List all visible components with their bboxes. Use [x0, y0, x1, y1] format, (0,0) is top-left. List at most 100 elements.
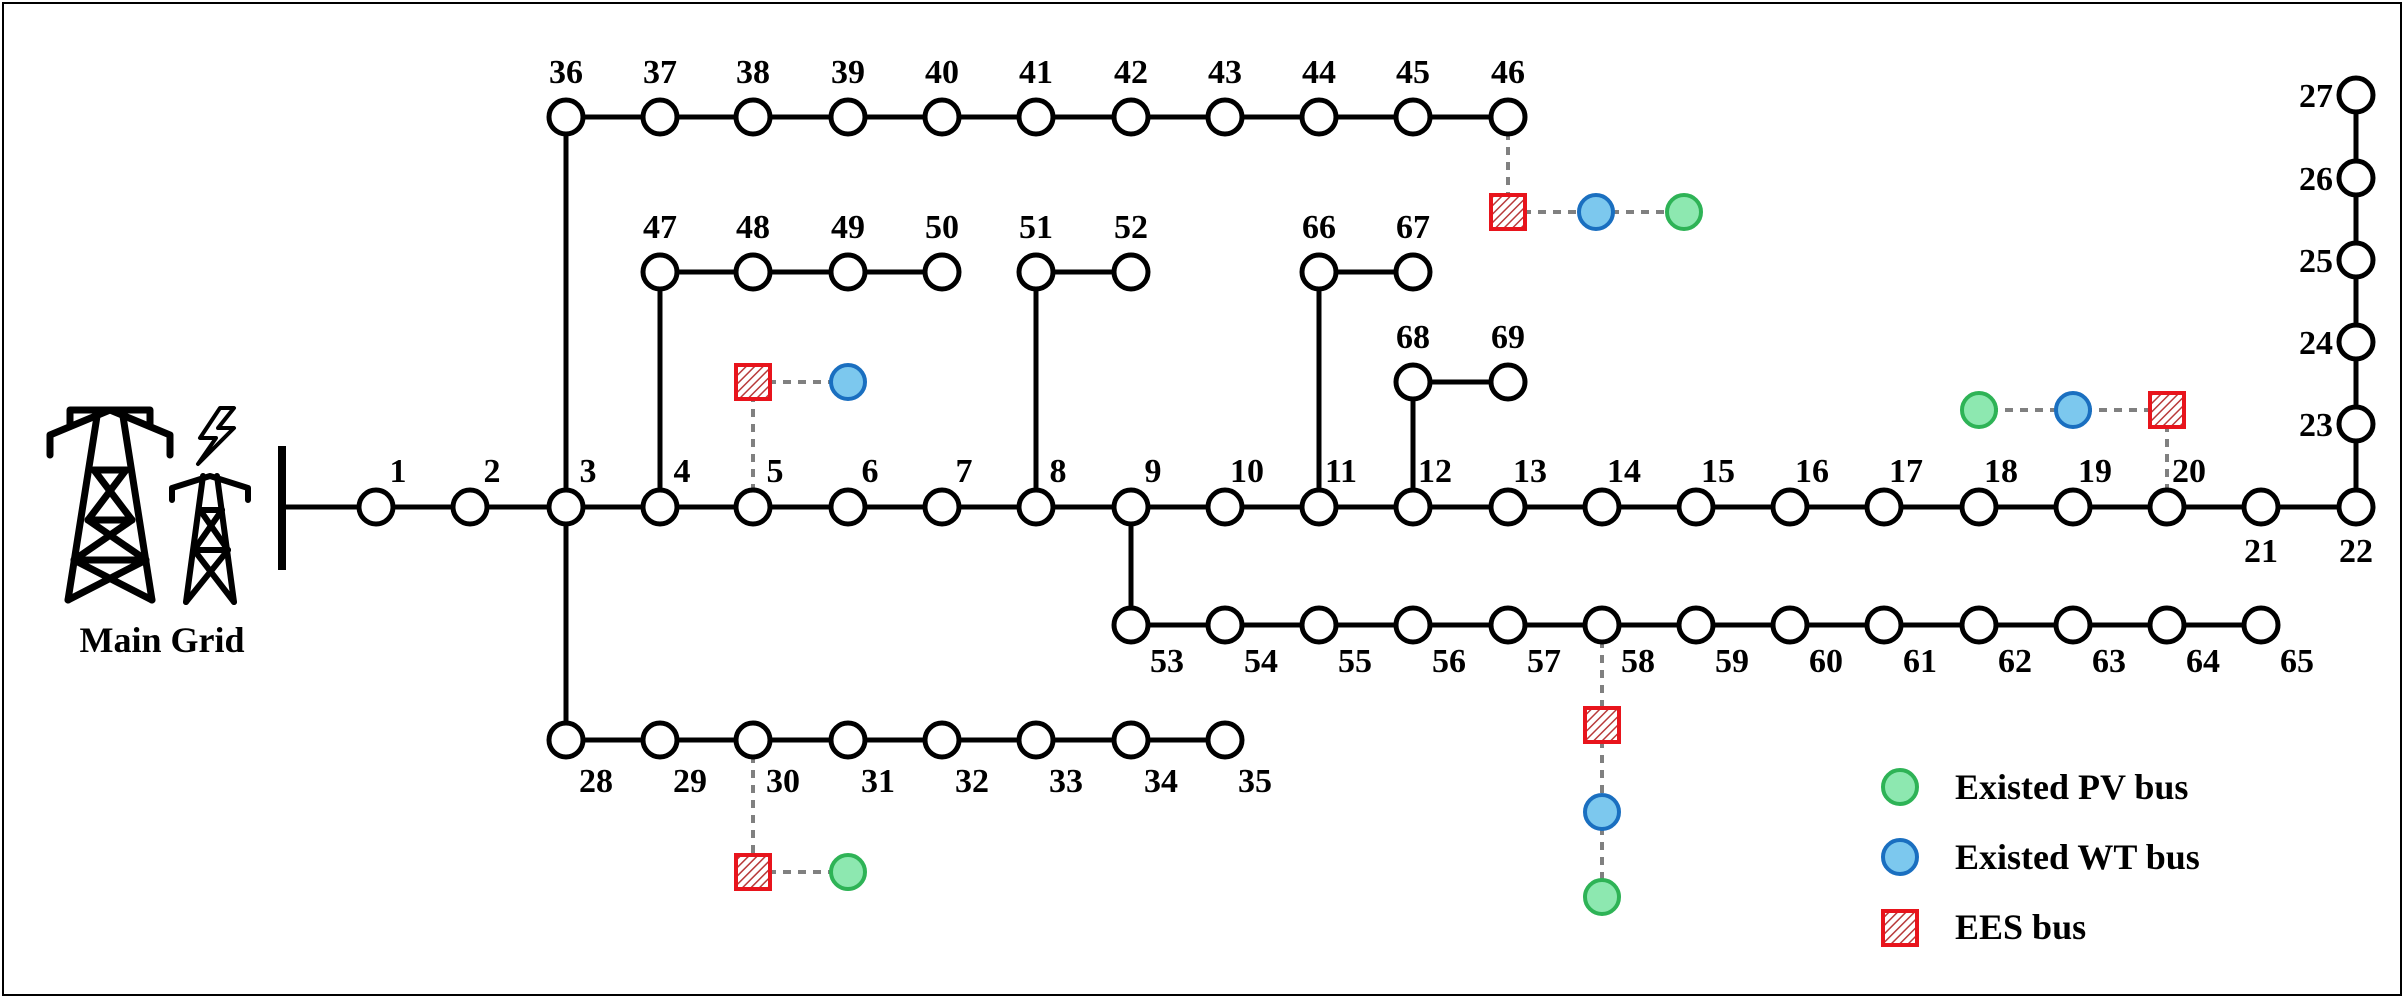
bus-label-26: 26 [2299, 161, 2333, 198]
bus-46 [1488, 97, 1528, 137]
small-transmission-tower-icon [169, 473, 251, 605]
bus-11 [1299, 487, 1339, 527]
bus-label-14: 14 [1607, 453, 1641, 490]
bus-label-43: 43 [1208, 54, 1242, 91]
bus-label-47: 47 [643, 209, 677, 246]
bus-48 [733, 252, 773, 292]
bus-14 [1582, 487, 1622, 527]
bus-label-27: 27 [2299, 78, 2333, 115]
bus-10 [1205, 487, 1245, 527]
bus-43 [1205, 97, 1245, 137]
legend-item-ees: EES bus [1881, 907, 2086, 947]
bus-55 [1299, 605, 1339, 645]
bus-label-40: 40 [925, 54, 959, 91]
bus-label-45: 45 [1396, 54, 1430, 91]
legend-ees-marker [1881, 909, 1919, 947]
bus-label-53: 53 [1150, 643, 1184, 680]
bus-label-5: 5 [767, 453, 784, 490]
resources [734, 193, 2186, 916]
bus-58 [1582, 605, 1622, 645]
bus-label-51: 51 [1019, 209, 1053, 246]
legend-ees-label: EES bus [1955, 907, 2086, 947]
bus-label-44: 44 [1302, 54, 1336, 91]
bus-label-12: 12 [1418, 453, 1452, 490]
bus-label-24: 24 [2299, 325, 2333, 362]
bus-6 [828, 487, 868, 527]
legend: Existed PV bus Existed WT bus EES bus [1881, 767, 2200, 947]
bus-12 [1393, 487, 1433, 527]
bus-label-48: 48 [736, 209, 770, 246]
legend-wt-label: Existed WT bus [1955, 837, 2200, 877]
bus-label-57: 57 [1527, 643, 1561, 680]
bus-label-67: 67 [1396, 209, 1430, 246]
bus-24 [2336, 322, 2376, 362]
bus-label-32: 32 [955, 763, 989, 800]
legend-item-wt: Existed WT bus [1881, 837, 2200, 877]
bus-label-17: 17 [1889, 453, 1923, 490]
bus-label-54: 54 [1244, 643, 1278, 680]
bus-44 [1299, 97, 1339, 137]
bus-label-4: 4 [674, 453, 691, 490]
bus-label-11: 11 [1325, 453, 1357, 490]
bus-label-58: 58 [1621, 643, 1655, 680]
bus-3 [546, 487, 586, 527]
bus-35 [1205, 720, 1245, 760]
bus-label-33: 33 [1049, 763, 1083, 800]
bus-4 [640, 487, 680, 527]
bus-62 [1959, 605, 1999, 645]
bus-label-10: 10 [1230, 453, 1264, 490]
bus-label-38: 38 [736, 54, 770, 91]
bus-22 [2336, 487, 2376, 527]
bus-label-13: 13 [1513, 453, 1547, 490]
bus-49 [828, 252, 868, 292]
legend-pv-marker [1881, 768, 1919, 806]
bus-label-52: 52 [1114, 209, 1148, 246]
bus-label-41: 41 [1019, 54, 1053, 91]
bus-label-46: 46 [1491, 54, 1525, 91]
large-transmission-tower-icon [46, 406, 174, 604]
bus-label-50: 50 [925, 209, 959, 246]
bus-label-65: 65 [2280, 643, 2314, 680]
wt-marker-bus-5 [829, 363, 867, 401]
bus-9 [1111, 487, 1151, 527]
bus-label-64: 64 [2186, 643, 2220, 680]
bus-28 [546, 720, 586, 760]
bus-50 [922, 252, 962, 292]
bus-label-56: 56 [1432, 643, 1466, 680]
bus-23 [2336, 404, 2376, 444]
bus-52 [1111, 252, 1151, 292]
bus-61 [1864, 605, 1904, 645]
bus-30 [733, 720, 773, 760]
ees-marker-bus-58 [1583, 706, 1621, 744]
bus-39 [828, 97, 868, 137]
bus-label-62: 62 [1998, 643, 2032, 680]
bus-21 [2241, 487, 2281, 527]
bus-label-55: 55 [1338, 643, 1372, 680]
ees-marker-bus-5 [734, 363, 772, 401]
bus-label-9: 9 [1145, 453, 1162, 490]
legend-item-pv: Existed PV bus [1881, 767, 2188, 807]
bus-20 [2147, 487, 2187, 527]
bus-41 [1016, 97, 1056, 137]
lightning-bolt-icon [196, 406, 236, 466]
bus-label-60: 60 [1809, 643, 1843, 680]
pv-marker-bus-46 [1665, 193, 1703, 231]
bus-60 [1770, 605, 1810, 645]
bus-label-18: 18 [1984, 453, 2018, 490]
bus-label-7: 7 [956, 453, 973, 490]
bus-47 [640, 252, 680, 292]
bus-54 [1205, 605, 1245, 645]
bus-label-34: 34 [1144, 763, 1178, 800]
bus-29 [640, 720, 680, 760]
pv-marker-bus-30 [829, 853, 867, 891]
bus-8 [1016, 487, 1056, 527]
bus-label-69: 69 [1491, 319, 1525, 356]
bus-label-37: 37 [643, 54, 677, 91]
bus-53 [1111, 605, 1151, 645]
bus-63 [2053, 605, 2093, 645]
bus-37 [640, 97, 680, 137]
bus-label-42: 42 [1114, 54, 1148, 91]
bus-label-16: 16 [1795, 453, 1829, 490]
